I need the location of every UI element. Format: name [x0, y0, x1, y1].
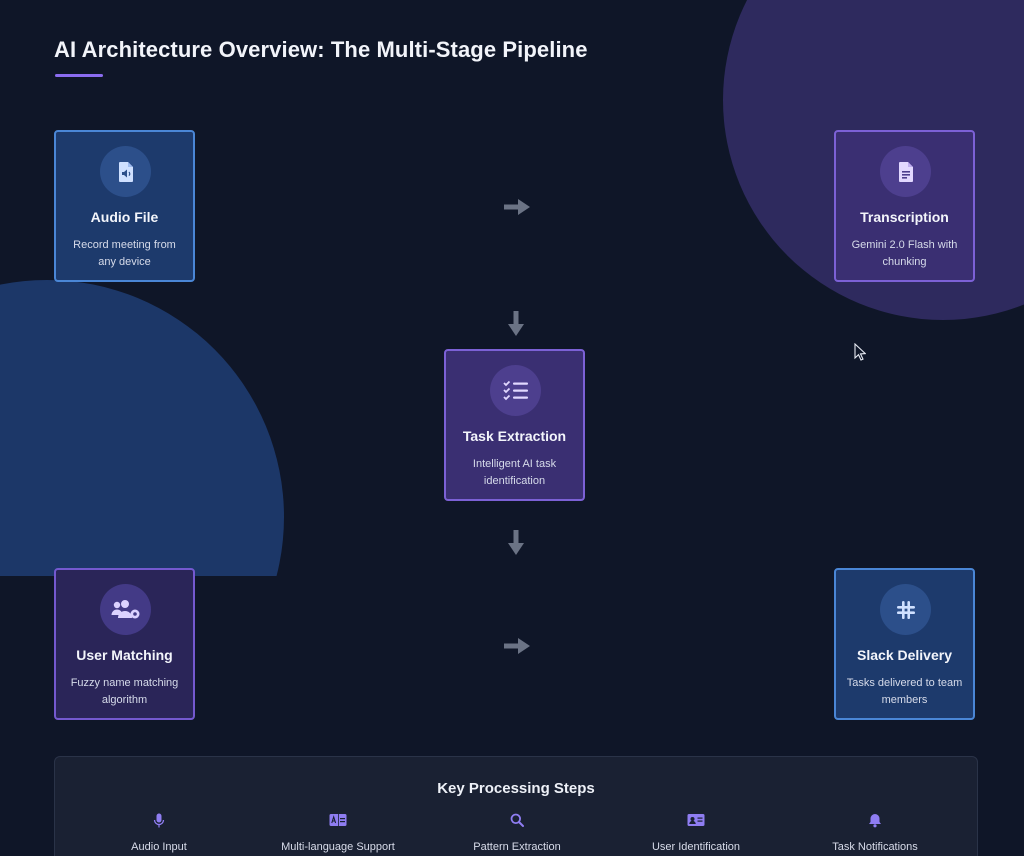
- checklist-icon: [490, 365, 541, 416]
- step-multi-language: Multi-language Support: [248, 813, 428, 853]
- step-label: User Identification: [651, 841, 741, 853]
- slack-icon: [880, 584, 931, 635]
- steps-title: Key Processing Steps: [437, 780, 595, 797]
- card-slack-delivery-desc: Tasks delivered to team members: [846, 677, 963, 706]
- card-transcription-title: Transcription: [860, 209, 949, 225]
- step-pattern-extraction: Pattern Extraction: [427, 813, 607, 853]
- step-label: Multi-language Support: [281, 841, 395, 853]
- arrow-right-icon: [502, 631, 532, 661]
- card-user-matching-title: User Matching: [76, 647, 173, 663]
- language-icon: [248, 813, 428, 829]
- card-audio-file: Audio File Record meeting from any devic…: [54, 130, 195, 282]
- microphone-icon: [69, 813, 249, 829]
- card-user-matching-desc: Fuzzy name matching algorithm: [70, 677, 179, 706]
- bell-icon: [785, 813, 965, 829]
- card-slack-delivery: Slack Delivery Tasks delivered to team m…: [834, 568, 975, 720]
- card-user-matching: User Matching Fuzzy name matching algori…: [54, 568, 195, 720]
- document-icon: [880, 146, 931, 197]
- card-task-extraction-desc: Intelligent AI task identification: [472, 458, 557, 487]
- page-title: AI Architecture Overview: The Multi-Stag…: [54, 37, 588, 62]
- decorative-circle-left-clip: [0, 0, 300, 576]
- search-icon: [427, 813, 607, 829]
- card-task-extraction: Task Extraction Intelligent AI task iden…: [444, 349, 585, 501]
- key-processing-steps-panel: Key Processing Steps Audio Input: [54, 756, 978, 856]
- card-audio-file-desc: Record meeting from any device: [73, 239, 176, 268]
- mouse-cursor-icon: [854, 342, 867, 366]
- arrow-down-icon: [501, 309, 531, 339]
- card-audio-file-title: Audio File: [90, 209, 159, 225]
- card-transcription: Transcription Gemini 2.0 Flash with chun…: [834, 130, 975, 282]
- arrow-down-icon: [501, 528, 531, 558]
- step-label: Task Notifications: [832, 841, 918, 853]
- step-user-identification: User Identification: [606, 813, 786, 853]
- users-gear-icon: [100, 584, 151, 635]
- step-label: Pattern Extraction: [473, 841, 561, 853]
- title-underline: [55, 74, 103, 77]
- audio-file-icon: [100, 146, 151, 197]
- decorative-circle-left: [0, 280, 284, 576]
- card-slack-delivery-title: Slack Delivery: [857, 647, 952, 663]
- step-task-notifications: Task Notifications: [785, 813, 965, 853]
- id-card-icon: [606, 813, 786, 829]
- card-transcription-desc: Gemini 2.0 Flash with chunking: [851, 239, 958, 268]
- card-task-extraction-title: Task Extraction: [462, 428, 567, 444]
- step-label: Audio Input: [131, 841, 187, 853]
- arrow-right-icon: [502, 192, 532, 222]
- step-audio-input: Audio Input: [69, 813, 249, 853]
